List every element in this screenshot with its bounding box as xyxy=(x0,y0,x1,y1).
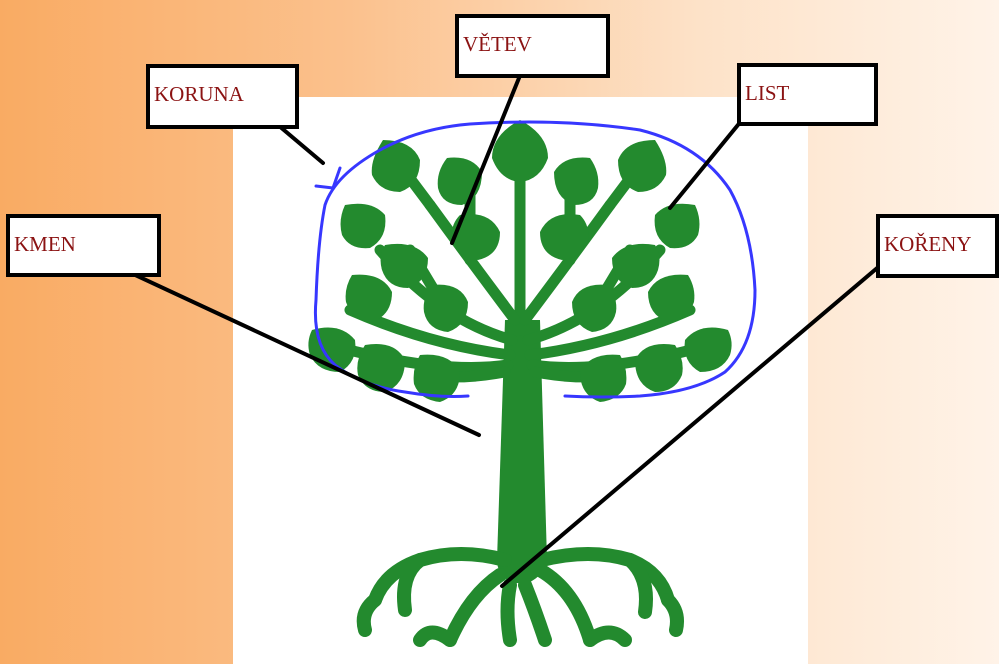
tree-roots xyxy=(356,547,684,647)
tree-illustration xyxy=(308,120,732,647)
pointer-vetev xyxy=(450,44,534,245)
leaf xyxy=(423,284,468,332)
pointer-koreny xyxy=(500,250,898,588)
leaf xyxy=(340,203,386,249)
leaf xyxy=(618,140,667,192)
tree-leaves xyxy=(308,120,732,402)
leaf xyxy=(451,214,500,260)
leaf xyxy=(345,274,392,322)
leaf xyxy=(357,344,405,392)
crown-outline-arrowhead xyxy=(314,166,342,190)
leaf xyxy=(554,157,599,205)
label-list: LIST xyxy=(737,63,878,126)
leaf xyxy=(612,243,660,288)
leaf xyxy=(648,274,695,322)
label-vetev: VĚTEV xyxy=(455,14,610,78)
leaf xyxy=(684,327,732,372)
leaf xyxy=(580,354,627,402)
label-koruna: KORUNA xyxy=(146,64,299,129)
leaf xyxy=(371,140,420,192)
leaf xyxy=(492,120,548,182)
label-koreny: KOŘENY xyxy=(876,214,999,278)
leaf xyxy=(413,354,460,402)
leaf xyxy=(540,214,589,260)
label-kmen: KMEN xyxy=(6,214,161,277)
leaf xyxy=(380,243,428,288)
tree-trunk xyxy=(497,320,547,583)
leaf xyxy=(572,284,617,332)
leaf xyxy=(635,344,683,392)
crown-outline xyxy=(313,120,757,399)
leaf xyxy=(654,203,700,249)
